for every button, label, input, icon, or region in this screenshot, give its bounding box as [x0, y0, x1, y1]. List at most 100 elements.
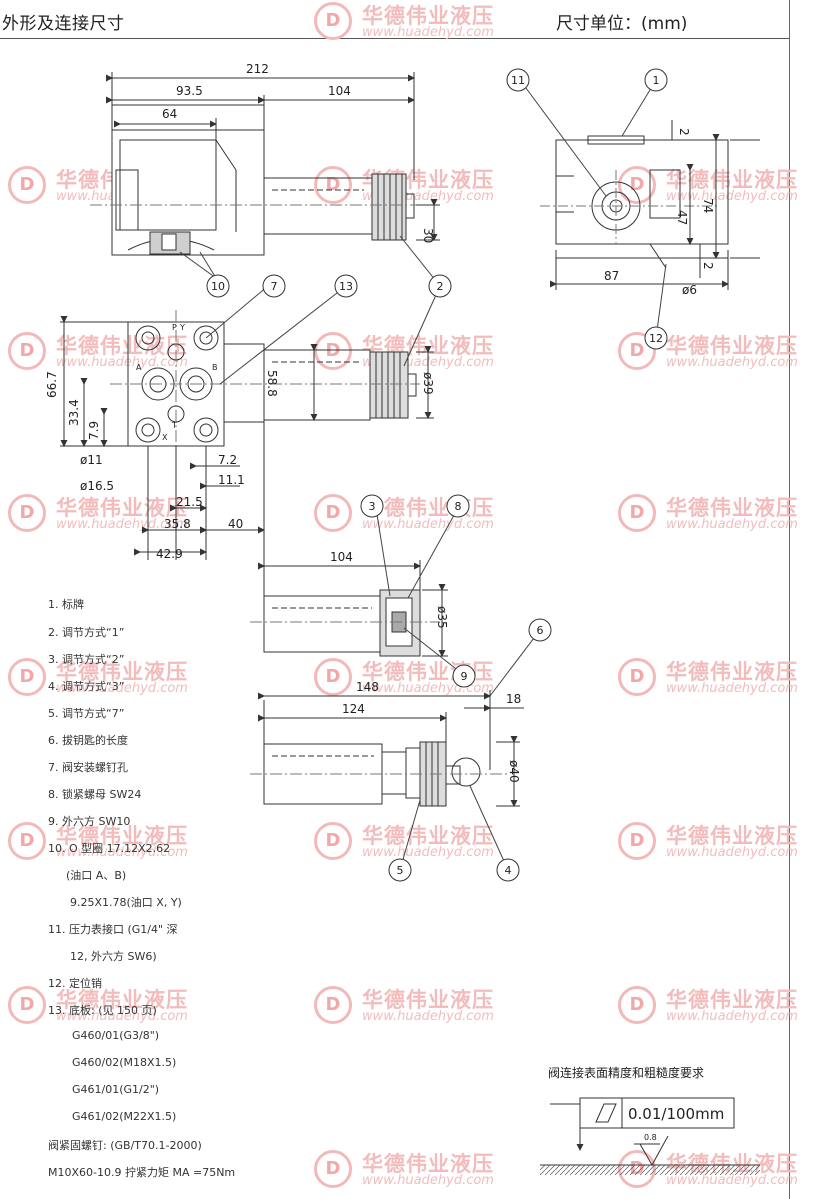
callout-number: 8	[455, 500, 462, 513]
watermark-logo: D	[314, 494, 352, 532]
watermark-url: www.huadehyd.com	[56, 355, 188, 370]
watermark-url: www.huadehyd.com	[666, 681, 798, 696]
dim-label: 40	[228, 517, 243, 531]
watermark-logo: D	[8, 332, 46, 370]
callout-number: 9	[461, 670, 468, 683]
watermark: D 华德伟业液压 www.huadehyd.com	[314, 1148, 494, 1192]
dim-label: ø6	[682, 283, 697, 297]
callout-number: 4	[505, 864, 512, 877]
watermark-url: www.huadehyd.com	[362, 845, 494, 860]
watermark-logo: D	[314, 1150, 352, 1188]
dim-label: 104	[328, 84, 351, 98]
callout-number: 6	[537, 624, 544, 637]
technical-drawing: 212 93.5 104 64 30 2 74 47 2 87 ø6 66.7 …	[45, 62, 760, 1175]
watermark: D 华德伟业液压 www.huadehyd.com	[8, 820, 188, 864]
dim-label: 30	[421, 228, 435, 243]
port-label: P	[172, 323, 177, 332]
watermark-brand: 华德伟业液压	[666, 988, 798, 1012]
watermark: D 华德伟业液压 www.huadehyd.com	[8, 984, 188, 1028]
watermark-logo: D	[618, 494, 656, 532]
list-item: 7. 阀安装螺钉孔	[48, 761, 128, 774]
watermark-brand: 华德伟业液压	[362, 4, 494, 28]
watermark: D 华德伟业液压 www.huadehyd.com	[314, 492, 494, 536]
list-item: 12, 外六方 SW6)	[70, 950, 157, 963]
leader-lines	[179, 79, 667, 871]
dim-label: 58.8	[265, 370, 279, 397]
frame-border	[789, 0, 790, 1199]
port-label: B	[212, 363, 218, 372]
watermark: D 华德伟业液压 www.huadehyd.com	[314, 984, 494, 1028]
dim-label: 42.9	[156, 547, 183, 561]
watermark-brand: 华德伟业液压	[666, 660, 798, 684]
watermark-brand: 华德伟业液压	[56, 988, 188, 1012]
unit-label: 尺寸单位：(mm)	[556, 14, 688, 34]
callout-number: 13	[339, 280, 353, 293]
watermark-logo: D	[8, 494, 46, 532]
option-view-b	[250, 690, 524, 807]
dim-label: 74	[701, 198, 715, 213]
watermark: D 华德伟业液压 www.huadehyd.com	[618, 820, 798, 864]
callout-number: 5	[397, 864, 404, 877]
dim-label: 7.9	[87, 421, 101, 440]
callout-number: 7	[271, 280, 278, 293]
list-item: 8. 锁紧螺母 SW24	[48, 788, 142, 801]
watermark: D 华德伟业液压 www.huadehyd.com	[8, 656, 188, 700]
page-title: 外形及连接尺寸	[2, 14, 125, 34]
watermark: D 华德伟业液压 www.huadehyd.com	[618, 656, 798, 700]
watermark-brand: 华德伟业液压	[362, 496, 494, 520]
dim-label: 21.5	[176, 495, 203, 509]
watermark-logo: D	[8, 986, 46, 1024]
list-item: G460/02(M18X1.5)	[72, 1056, 177, 1069]
dim-label: 2	[701, 262, 715, 270]
list-item: G461/01(G1/2")	[72, 1083, 160, 1096]
watermark-url: www.huadehyd.com	[56, 681, 188, 696]
dim-label: 124	[342, 702, 365, 716]
watermark: D 华德伟业液压 www.huadehyd.com	[618, 492, 798, 536]
watermark: D 华德伟业液压 www.huadehyd.com	[618, 984, 798, 1028]
list-item: 11. 压力表接口 (G1/4" 深	[48, 923, 178, 936]
dim-label: 2	[677, 128, 691, 136]
dim-label: ø40	[507, 760, 521, 783]
watermark: D 华德伟业液压 www.huadehyd.com	[314, 820, 494, 864]
watermark-url: www.huadehyd.com	[362, 517, 494, 532]
list-item: G461/02(M22X1.5)	[72, 1110, 177, 1123]
roughness-value: 0.8	[644, 1133, 657, 1142]
watermark-url: www.huadehyd.com	[362, 1173, 494, 1188]
dim-label: 35.8	[164, 517, 191, 531]
callout-number: 3	[369, 500, 376, 513]
watermark-url: www.huadehyd.com	[666, 1009, 798, 1024]
watermark-url: www.huadehyd.com	[56, 845, 188, 860]
watermark-logo: D	[314, 2, 352, 40]
dim-label: 66.7	[45, 371, 59, 398]
list-item: 9. 外六方 SW10	[48, 815, 131, 828]
dim-label: ø16.5	[80, 479, 114, 493]
dim-label: ø39	[421, 372, 435, 395]
list-item: 4. 调节方式“3”	[48, 680, 125, 693]
callout-numbers: 10 7 13 2 11 1 12 3 8 9 6 5 4	[211, 74, 663, 877]
list-item: 9.25X1.78(油口 X, Y)	[70, 896, 182, 909]
watermark-brand: 华德伟业液压	[666, 334, 798, 358]
watermark-brand: 华德伟业液压	[56, 496, 188, 520]
watermark: D 华德伟业液压 www.huadehyd.com	[314, 0, 494, 44]
dim-label: 212	[246, 62, 269, 76]
callout-number: 12	[649, 332, 663, 345]
list-item: 2. 调节方式“1”	[48, 626, 125, 639]
watermark-brand: 华德伟业液压	[56, 824, 188, 848]
dim-label: 47	[675, 210, 689, 225]
surface-symbol	[540, 1097, 760, 1175]
list-item: 6. 拔钥匙的长度	[48, 734, 128, 747]
watermark-brand: 华德伟业液压	[56, 660, 188, 684]
dim-label: 11.1	[218, 473, 245, 487]
port-label: T	[171, 421, 177, 430]
dim-label: 148	[356, 680, 379, 694]
port-label: A	[136, 363, 142, 372]
watermark-url: www.huadehyd.com	[666, 1173, 798, 1188]
watermark-logo: D	[314, 986, 352, 1024]
port-label: Y	[179, 323, 185, 332]
front-view	[540, 120, 760, 290]
dim-label: 7.2	[218, 453, 237, 467]
watermark-url: www.huadehyd.com	[56, 1009, 188, 1024]
watermark-brand: 华德伟业液压	[362, 988, 494, 1012]
port-label: X	[162, 433, 168, 442]
